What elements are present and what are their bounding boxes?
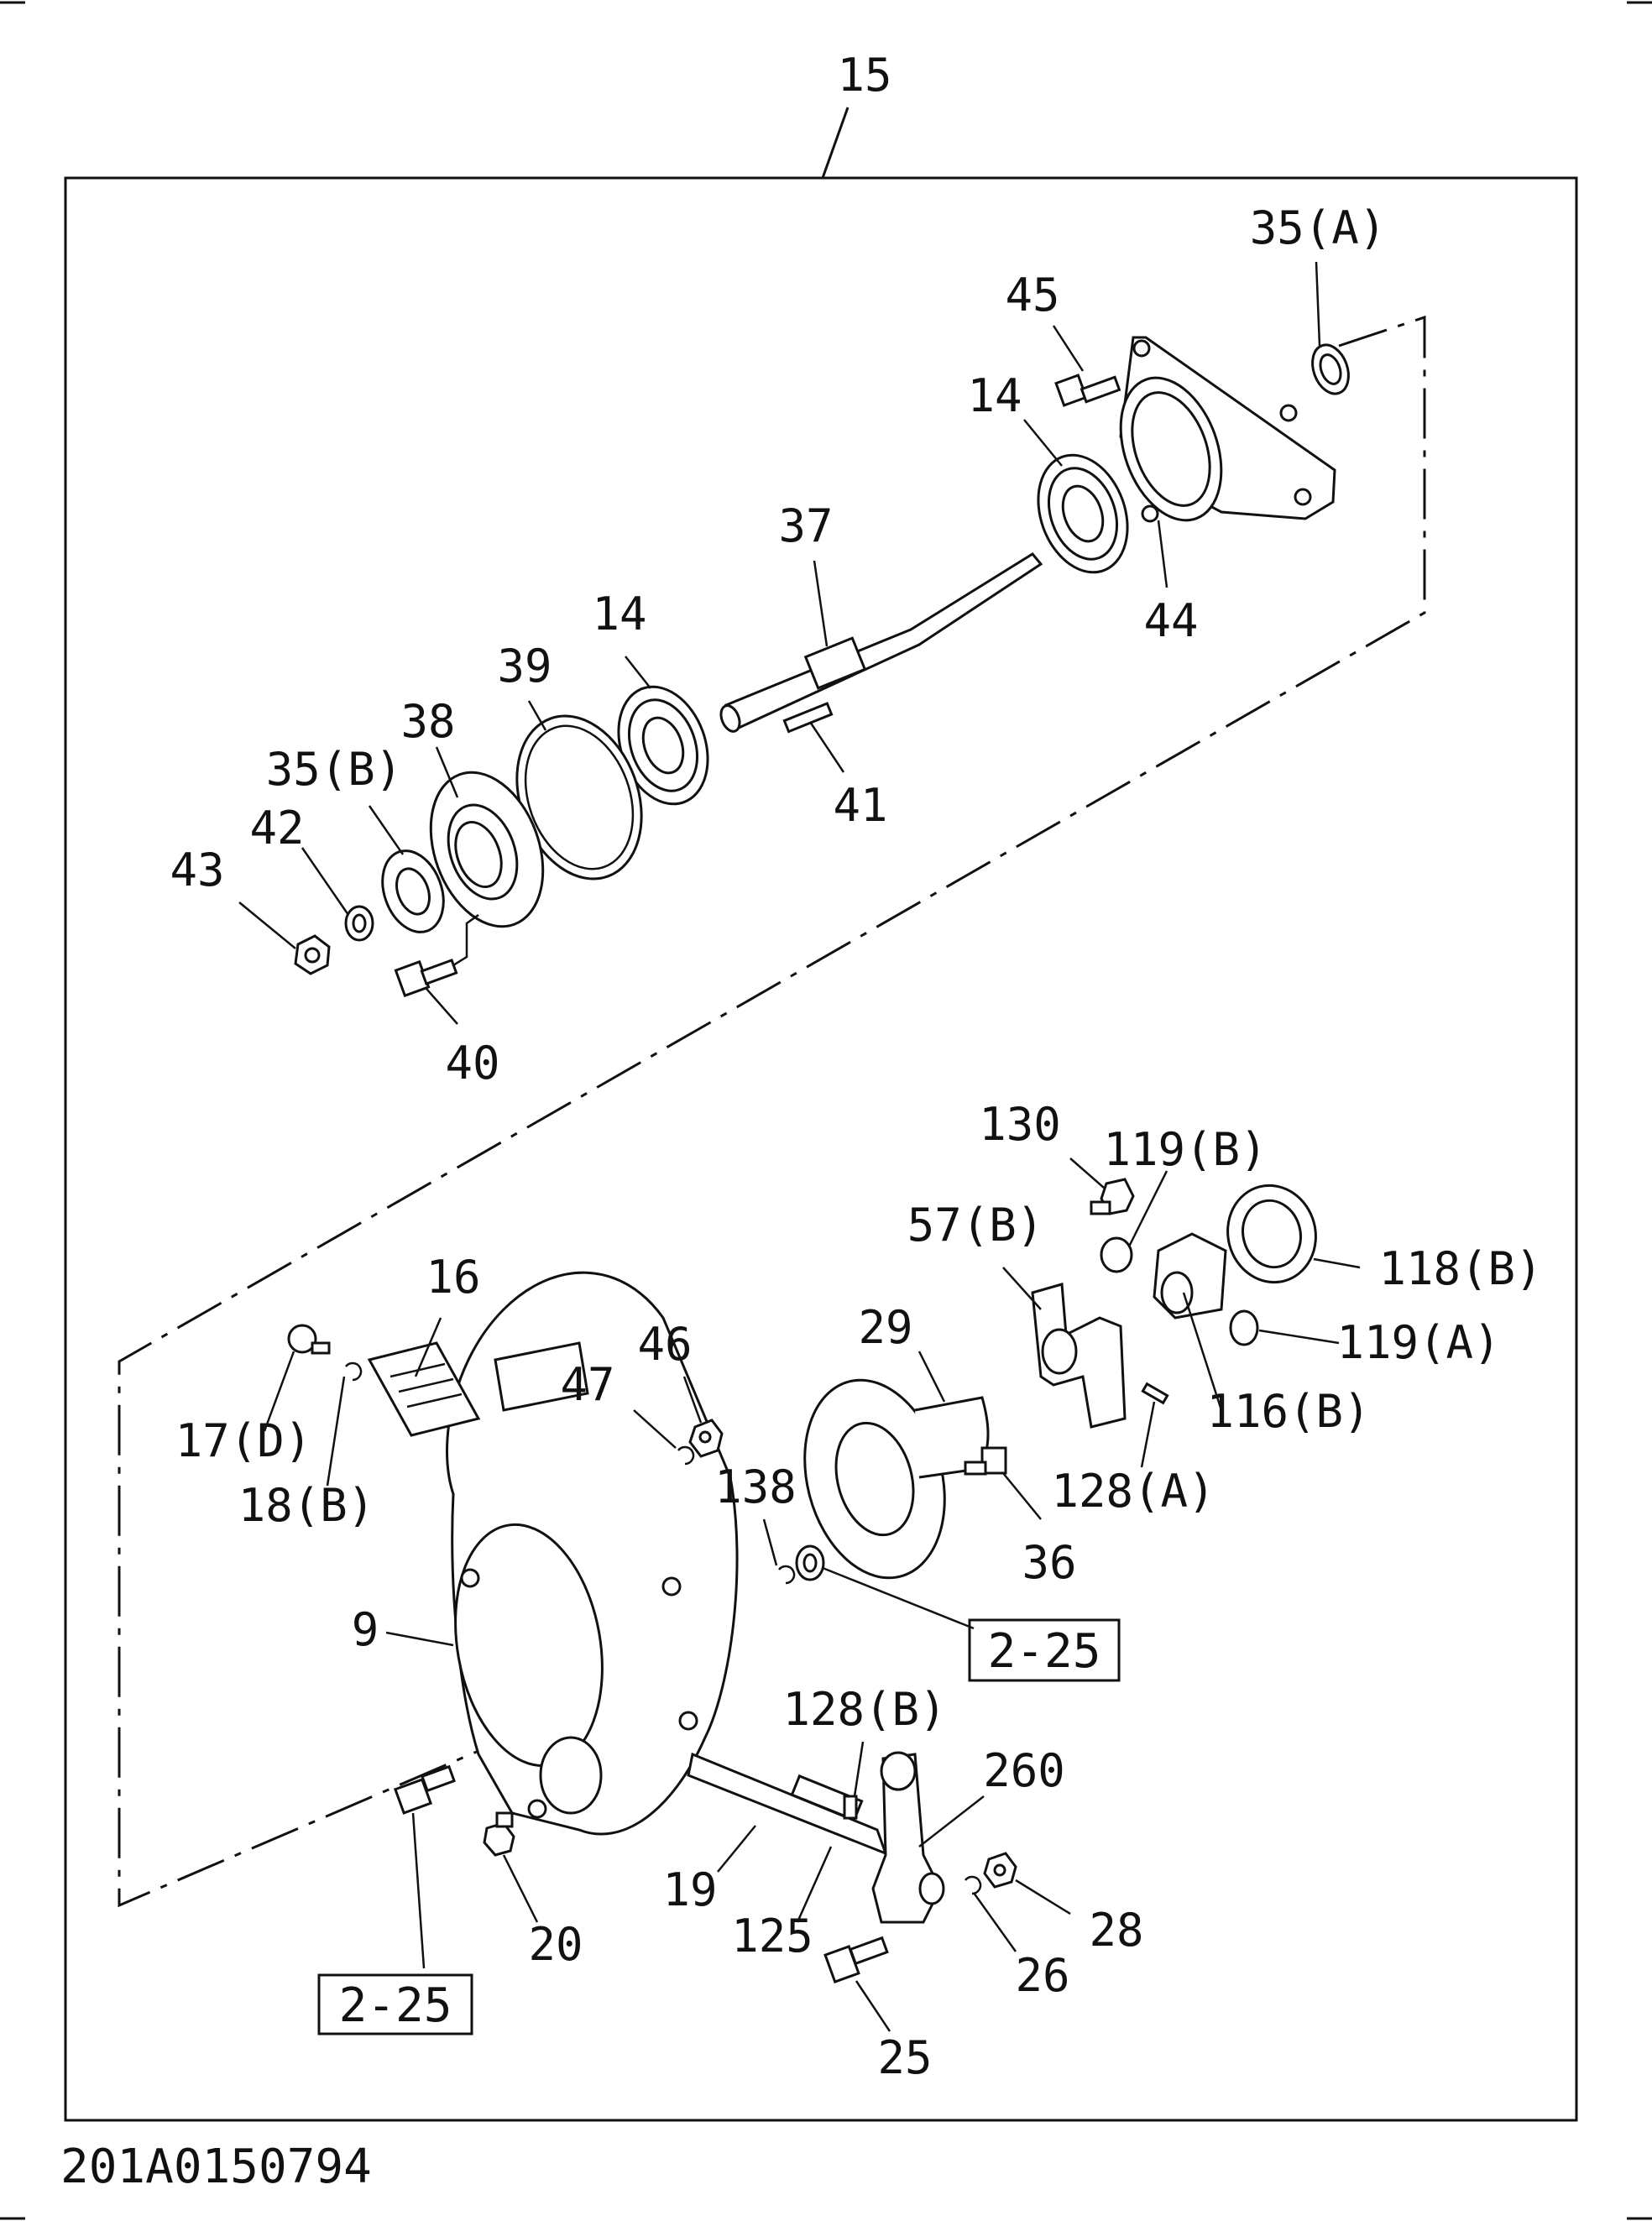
callout-28: 28 — [1089, 1904, 1143, 1957]
upper-shaft-group — [294, 336, 1350, 998]
bolt-40 — [394, 913, 479, 998]
assembly-label: 15 — [837, 49, 891, 102]
phantom-outlines — [118, 315, 1426, 1908]
callout-38: 38 — [400, 695, 455, 748]
callout-35a: 35(A) — [1250, 201, 1387, 254]
callout-260: 260 — [983, 1744, 1065, 1797]
bearing-housing-44 — [1119, 336, 1336, 523]
callout-17d: 17(D) — [175, 1414, 312, 1467]
callout-39: 39 — [497, 640, 552, 692]
bolt-45 — [1054, 374, 1121, 407]
housing-bolt — [393, 1764, 456, 1815]
callout-119a: 119(A) — [1336, 1316, 1500, 1369]
callout-138: 138 — [714, 1461, 797, 1513]
callout-40: 40 — [445, 1037, 499, 1090]
bolt-25 — [823, 1936, 889, 1984]
diagram-frame — [64, 176, 1578, 2122]
clip-47 — [677, 1445, 695, 1466]
release-fork-57b — [1031, 1283, 1127, 1429]
release-lever-260 — [871, 1751, 945, 1924]
nut-28 — [983, 1852, 1017, 1889]
circlip-26 — [965, 1875, 982, 1895]
callout-128b: 128(B) — [782, 1683, 946, 1736]
washer-42 — [344, 905, 374, 942]
callout-47: 47 — [560, 1358, 614, 1411]
callout-26: 26 — [1015, 1949, 1069, 2002]
callout-25: 25 — [877, 2031, 932, 2084]
cover-plate-16 — [367, 1341, 481, 1437]
circlip-119b — [1100, 1236, 1133, 1273]
callout-57b: 57(B) — [907, 1199, 1044, 1252]
callout-44: 44 — [1143, 594, 1198, 647]
callout-118b: 118(B) — [1378, 1242, 1542, 1295]
shaft-37 — [719, 552, 1043, 733]
pin-128a — [1141, 1382, 1169, 1405]
callout-36: 36 — [1022, 1536, 1076, 1589]
clutch-housing-9 — [446, 1271, 739, 1836]
bolt-130 — [1090, 1178, 1135, 1215]
callout-128a: 128(A) — [1051, 1465, 1215, 1518]
callout-45: 45 — [1005, 269, 1059, 321]
pivot-116b — [1153, 1232, 1227, 1320]
callout-9: 9 — [352, 1603, 379, 1656]
callout-130: 130 — [979, 1098, 1061, 1151]
nut-43 — [294, 934, 331, 975]
lower-housing-group — [287, 1178, 1317, 1984]
bushing-118b — [1226, 1184, 1317, 1284]
release-bearing-carrier-29 — [803, 1378, 990, 1580]
callout-116b: 116(B) — [1206, 1385, 1370, 1438]
circlip-119a — [1229, 1309, 1259, 1346]
callout-14-lower: 14 — [592, 588, 646, 640]
callout-labels: 35(A) 45 14 37 44 14 39 38 35(B) 42 43 4… — [170, 201, 1542, 2084]
callout-19: 19 — [662, 1863, 717, 1916]
reference-box-right[interactable]: 2-25 — [968, 1618, 1121, 1682]
ball-bearing-14-lower — [617, 685, 709, 806]
callout-18b: 18(B) — [238, 1479, 375, 1532]
bolt-20 — [483, 1811, 515, 1857]
key-128b — [843, 1795, 858, 1820]
callout-125: 125 — [731, 1910, 813, 1962]
leader-lines — [238, 261, 1361, 2032]
clip-18b — [345, 1361, 363, 1382]
key-41 — [782, 702, 834, 734]
reference-box-left[interactable]: 2-25 — [317, 1973, 473, 2035]
nut-46 — [688, 1419, 724, 1458]
callout-29: 29 — [858, 1301, 912, 1354]
pin-17d — [287, 1324, 331, 1355]
callout-119b: 119(B) — [1103, 1123, 1267, 1176]
collar — [795, 1544, 825, 1581]
callout-41: 41 — [833, 779, 887, 832]
oil-seal-35a — [1311, 343, 1350, 395]
callout-35b: 35(B) — [266, 743, 403, 796]
callout-16: 16 — [426, 1251, 480, 1304]
callout-37: 37 — [778, 499, 833, 552]
diagram-code: 201A0150794 — [60, 2140, 372, 2194]
callout-43: 43 — [170, 844, 224, 896]
bearing-cover-38 — [429, 771, 545, 928]
clip-138 — [778, 1565, 796, 1585]
reference-right-text: 2-25 — [988, 1624, 1101, 1679]
callout-14-upper: 14 — [967, 369, 1022, 422]
callout-20: 20 — [528, 1918, 583, 1971]
reference-left-text: 2-25 — [339, 1978, 452, 2033]
callout-42: 42 — [249, 802, 304, 854]
bolt-36 — [964, 1446, 1007, 1476]
callout-46: 46 — [637, 1318, 692, 1371]
ball-bearing-14-upper — [1037, 453, 1129, 574]
oil-seal-35b — [381, 849, 445, 933]
